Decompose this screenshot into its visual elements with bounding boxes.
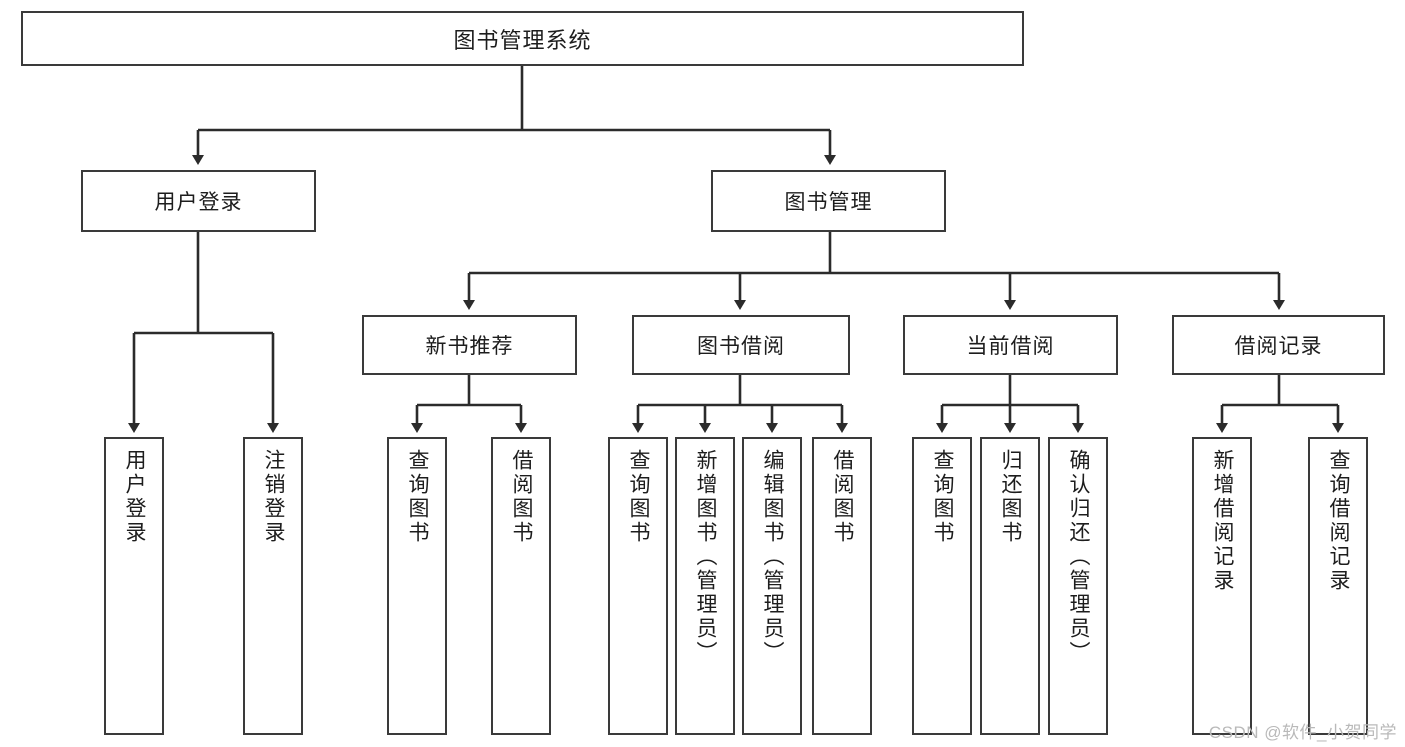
node-label: 新增借阅记录 xyxy=(1211,449,1235,593)
leaf-query-book-new[interactable]: 查询图书 xyxy=(387,437,447,735)
node-label: 新增图书（管理员） xyxy=(694,449,718,665)
node-book-borrow[interactable]: 图书借阅 xyxy=(632,315,850,375)
node-label: 查询图书 xyxy=(627,449,651,545)
node-borrow-record[interactable]: 借阅记录 xyxy=(1172,315,1385,375)
node-label: 新书推荐 xyxy=(425,335,514,358)
node-label: 借阅图书 xyxy=(831,449,855,545)
leaf-logout[interactable]: 注销登录 xyxy=(243,437,303,735)
leaf-borrow-book-new[interactable]: 借阅图书 xyxy=(491,437,551,735)
node-label: 图书管理系统 xyxy=(453,27,592,53)
node-label: 注销登录 xyxy=(262,449,286,545)
node-label: 借阅图书 xyxy=(510,449,534,545)
node-label: 用户登录 xyxy=(123,449,147,545)
node-label: 当前借阅 xyxy=(966,335,1055,358)
node-label: 用户登录 xyxy=(154,191,243,214)
node-label: 查询借阅记录 xyxy=(1327,449,1351,593)
node-label: 编辑图书（管理员） xyxy=(761,449,785,665)
node-new-book-recommend[interactable]: 新书推荐 xyxy=(362,315,577,375)
leaf-borrow-book[interactable]: 借阅图书 xyxy=(812,437,872,735)
leaf-confirm-return-admin[interactable]: 确认归还（管理员） xyxy=(1048,437,1108,735)
node-current-borrow[interactable]: 当前借阅 xyxy=(903,315,1118,375)
node-label: 图书借阅 xyxy=(697,335,785,358)
leaf-add-book-admin[interactable]: 新增图书（管理员） xyxy=(675,437,735,735)
leaf-user-login[interactable]: 用户登录 xyxy=(104,437,164,735)
node-label: 归还图书 xyxy=(999,449,1023,545)
node-root-system[interactable]: 图书管理系统 xyxy=(21,11,1024,66)
node-label: 查询图书 xyxy=(931,449,955,545)
node-user-login[interactable]: 用户登录 xyxy=(81,170,316,232)
node-label: 借阅记录 xyxy=(1234,335,1323,358)
node-label: 确认归还（管理员） xyxy=(1067,449,1091,665)
leaf-query-borrow-record[interactable]: 查询借阅记录 xyxy=(1308,437,1368,735)
leaf-query-book-current[interactable]: 查询图书 xyxy=(912,437,972,735)
node-label: 查询图书 xyxy=(406,449,430,545)
leaf-edit-book-admin[interactable]: 编辑图书（管理员） xyxy=(742,437,802,735)
leaf-add-borrow-record[interactable]: 新增借阅记录 xyxy=(1192,437,1252,735)
csdn-watermark: CSDN @软件_小贺同学 xyxy=(1208,723,1397,742)
leaf-query-book-borrow[interactable]: 查询图书 xyxy=(608,437,668,735)
leaf-return-book[interactable]: 归还图书 xyxy=(980,437,1040,735)
node-book-management[interactable]: 图书管理 xyxy=(711,170,946,232)
node-label: 图书管理 xyxy=(784,191,873,214)
